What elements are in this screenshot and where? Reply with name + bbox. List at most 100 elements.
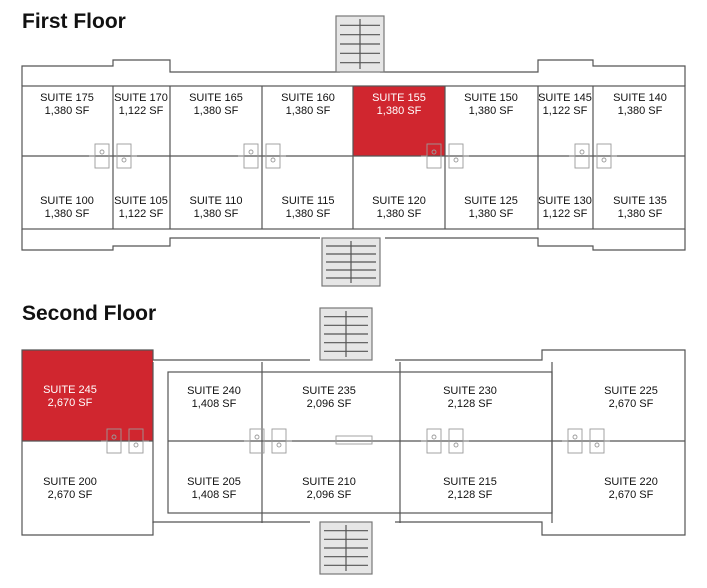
suite-area: 1,380 SF	[285, 208, 331, 220]
suite-area: 2,670 SF	[608, 489, 654, 501]
suite-area: 1,380 SF	[44, 208, 90, 220]
suite-area: 2,096 SF	[306, 489, 352, 501]
suite-name: SUITE 120	[372, 195, 426, 207]
fixture	[453, 157, 459, 163]
second-floor-shell-bottom-left	[21, 441, 310, 536]
fixture	[453, 442, 459, 448]
fixture	[248, 149, 254, 155]
suite-area: 2,128 SF	[447, 398, 493, 410]
fixture	[270, 157, 276, 163]
suite-area: 1,408 SF	[191, 489, 237, 501]
second-floor-shell-top-left	[21, 349, 310, 441]
second-floor-restroom-0	[244, 428, 292, 454]
fixture	[594, 442, 600, 448]
fixture	[579, 149, 585, 155]
suite-name: SUITE 225	[604, 385, 658, 397]
suite-name: SUITE 135	[613, 195, 667, 207]
suite-area: 1,122 SF	[542, 208, 588, 220]
fixture	[99, 149, 105, 155]
suite-area: 1,380 SF	[376, 105, 422, 117]
suite-area: 1,122 SF	[118, 105, 164, 117]
second-floor-elevator-bank	[335, 435, 373, 445]
suite-area: 1,122 SF	[118, 208, 164, 220]
suite-name: SUITE 235	[302, 385, 356, 397]
suite-name: SUITE 210	[302, 476, 356, 488]
suite-area: 1,380 SF	[617, 105, 663, 117]
first-floor-south-stair-core	[321, 237, 381, 287]
suite-name: SUITE 110	[189, 195, 243, 207]
first-floor-restroom-0	[89, 143, 137, 169]
suite-name: SUITE 105	[114, 195, 168, 207]
first-floor-shell-bottom-right	[385, 229, 686, 251]
suite-name: SUITE 145	[538, 92, 592, 104]
suite-name: SUITE 125	[464, 195, 518, 207]
first-floor-restroom-1	[238, 143, 286, 169]
suite-name: SUITE 240	[187, 385, 241, 397]
first-floor-shell-top-left	[21, 59, 340, 86]
suite-area: 1,408 SF	[191, 398, 237, 410]
suite-area: 1,380 SF	[193, 208, 239, 220]
fixture	[111, 434, 117, 440]
suite-area: 2,670 SF	[47, 489, 93, 501]
suite-name: SUITE 140	[613, 92, 667, 104]
suite-245-highlight	[22, 350, 153, 441]
suite-name: SUITE 215	[443, 476, 497, 488]
second-floor-restroom-3	[101, 428, 149, 454]
suite-area: 1,380 SF	[193, 105, 239, 117]
second-floor-north-stair-core	[319, 307, 373, 361]
first-floor-north-stair-core	[335, 15, 385, 73]
suite-area: 1,380 SF	[468, 208, 514, 220]
suite-area: 1,380 SF	[376, 208, 422, 220]
suite-name: SUITE 220	[604, 476, 658, 488]
fixture	[431, 434, 437, 440]
fixture	[133, 442, 139, 448]
suite-area: 2,096 SF	[306, 398, 352, 410]
suite-name: SUITE 130	[538, 195, 592, 207]
suite-name: SUITE 205	[187, 476, 241, 488]
suite-area: 1,380 SF	[468, 105, 514, 117]
fixture	[254, 434, 260, 440]
suite-name: SUITE 200	[43, 476, 97, 488]
suite-area: 2,670 SF	[608, 398, 654, 410]
fixture	[276, 442, 282, 448]
suite-area: 1,122 SF	[542, 105, 588, 117]
suite-name: SUITE 165	[189, 92, 243, 104]
suite-area: 1,380 SF	[285, 105, 331, 117]
second-floor-south-stair-core	[319, 521, 373, 575]
second-floor-walls	[21, 349, 686, 536]
first-floor-title: First Floor	[22, 10, 126, 33]
suite-name: SUITE 150	[464, 92, 518, 104]
second-floor-title: Second Floor	[22, 302, 157, 325]
suite-area: 1,380 SF	[617, 208, 663, 220]
suite-area: 1,380 SF	[44, 105, 90, 117]
fixture	[572, 434, 578, 440]
second-floor-shell-bottom-right	[395, 441, 686, 536]
suite-name: SUITE 100	[40, 195, 94, 207]
